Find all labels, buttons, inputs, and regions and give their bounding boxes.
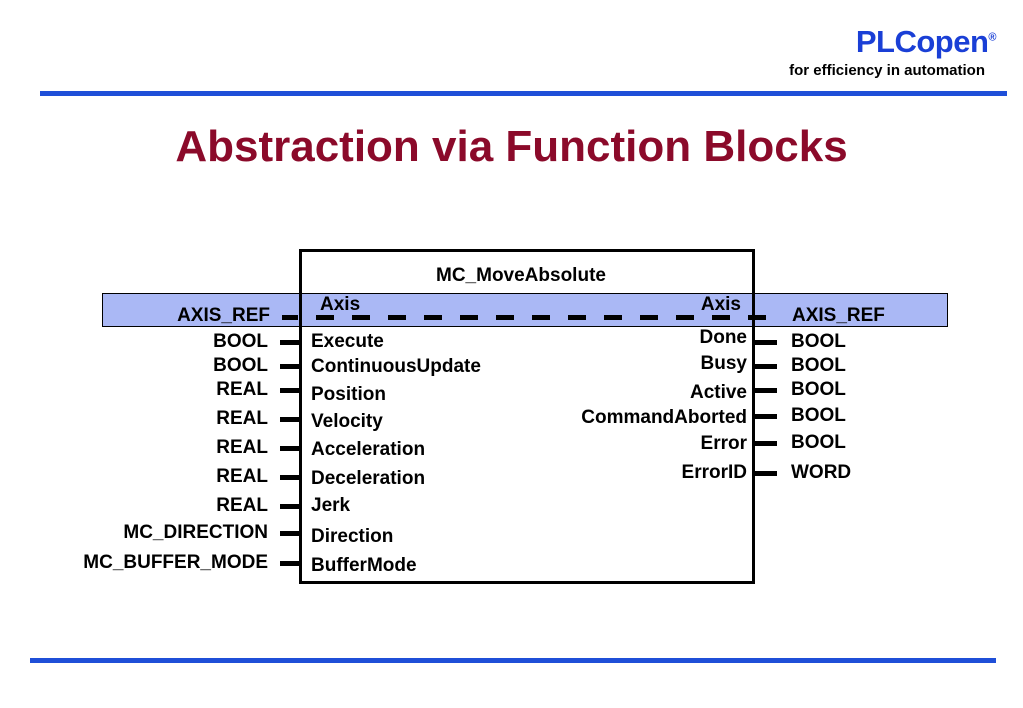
output-name-label: Done — [699, 327, 748, 348]
input-type-label: REAL — [216, 379, 268, 400]
axis-line-dash — [388, 315, 406, 320]
axis-line-dash — [748, 315, 766, 320]
axis-in-type: AXIS_REF — [177, 305, 270, 326]
input-type-label: BOOL — [213, 355, 268, 376]
input-pin — [280, 388, 300, 393]
input-pin — [280, 446, 300, 451]
input-type-label: REAL — [216, 495, 268, 516]
axis-line-dash — [424, 315, 442, 320]
output-type-label: BOOL — [791, 405, 846, 426]
input-type-label: REAL — [216, 408, 268, 429]
input-type-label: MC_DIRECTION — [123, 522, 268, 543]
input-pin — [280, 340, 300, 345]
input-name-label: ContinuousUpdate — [311, 356, 481, 377]
input-pin — [280, 504, 300, 509]
axis-line-dash — [282, 315, 298, 320]
output-pin — [755, 471, 777, 476]
input-type-label: REAL — [216, 437, 268, 458]
output-pin — [755, 364, 777, 369]
axis-line-dash — [316, 315, 334, 320]
logo-tagline: for efficiency in automation — [789, 62, 985, 79]
output-type-label: BOOL — [791, 432, 846, 453]
axis-line-dash — [460, 315, 478, 320]
input-pin — [280, 531, 300, 536]
input-type-label: REAL — [216, 466, 268, 487]
registered-mark: ® — [988, 31, 996, 44]
axis-line-dash — [568, 315, 586, 320]
input-name-label: Direction — [311, 526, 394, 547]
input-type-label: MC_BUFFER_MODE — [83, 552, 268, 573]
output-pin — [755, 388, 777, 393]
footer-rule — [30, 658, 996, 663]
plcopen-logo: PLCopen® — [855, 24, 997, 60]
header-rule — [40, 91, 1007, 96]
slide-title: Abstraction via Function Blocks — [175, 122, 848, 171]
input-pin — [280, 364, 300, 369]
output-type-label: BOOL — [791, 379, 846, 400]
axis-line-dash — [604, 315, 622, 320]
axis-line-dash — [532, 315, 550, 320]
output-type-label: BOOL — [791, 355, 846, 376]
input-name-label: Jerk — [311, 495, 351, 516]
output-name-label: Active — [689, 382, 747, 403]
axis-out-type: AXIS_REF — [792, 305, 885, 326]
axis-line-dash — [496, 315, 514, 320]
input-name-label: Acceleration — [311, 439, 426, 460]
input-name-label: BufferMode — [311, 555, 417, 576]
axis-line-dash — [640, 315, 658, 320]
output-name-label: CommandAborted — [581, 407, 747, 428]
axis-in-name: Axis — [320, 294, 361, 315]
axis-out-name: Axis — [700, 294, 741, 315]
output-type-label: BOOL — [791, 331, 846, 352]
output-type-label: WORD — [791, 462, 852, 483]
output-pin — [755, 441, 777, 446]
function-block-box — [299, 249, 755, 584]
output-pin — [755, 414, 777, 419]
block-name: MC_MoveAbsolute — [436, 265, 606, 286]
output-name-label: Error — [700, 433, 747, 454]
input-pin — [280, 561, 300, 566]
logo-text: PLCopen — [855, 24, 989, 59]
input-name-label: Velocity — [311, 411, 383, 432]
output-pin — [755, 340, 777, 345]
axis-line-dash — [676, 315, 694, 320]
input-name-label: Deceleration — [311, 468, 426, 489]
output-name-label: Busy — [700, 353, 747, 374]
input-name-label: Position — [311, 384, 386, 405]
axis-line-dash — [352, 315, 370, 320]
axis-line-dash — [712, 315, 730, 320]
axis-band — [102, 293, 948, 327]
input-pin — [280, 417, 300, 422]
output-name-label: ErrorID — [681, 462, 747, 483]
input-type-label: BOOL — [213, 331, 268, 352]
input-name-label: Execute — [311, 331, 384, 352]
input-pin — [280, 475, 300, 480]
